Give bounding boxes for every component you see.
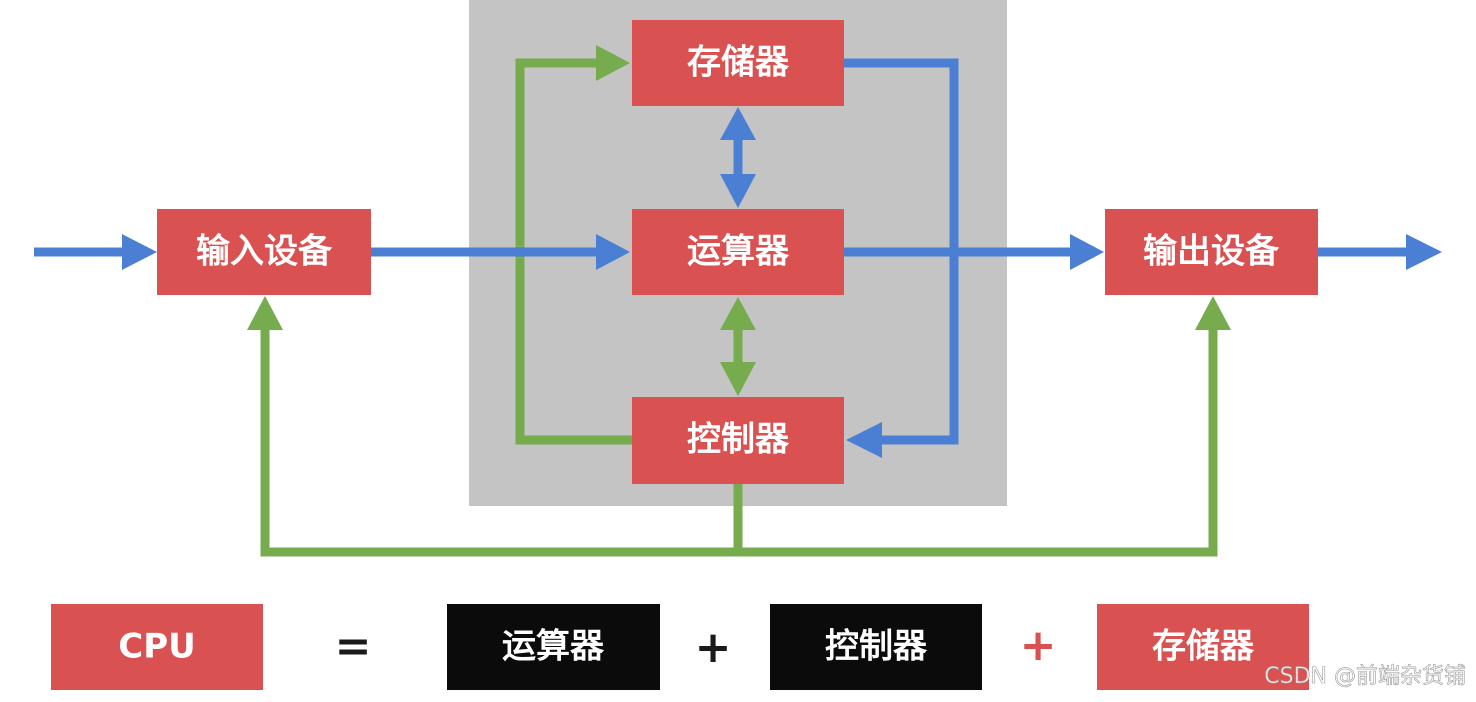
controller-up-arrowhead xyxy=(720,362,756,396)
input-device-label: 输入设备 xyxy=(196,232,333,272)
watermark: CSDN @前端杂货铺 xyxy=(1264,664,1466,689)
memory-down-arrowhead xyxy=(720,107,756,140)
alu-down-arrowhead xyxy=(720,174,756,208)
plus-sign-1: + xyxy=(695,622,732,673)
controller-term-label: 控制器 xyxy=(825,627,928,667)
input-device-arrowhead xyxy=(247,296,283,330)
alu-in-arrowhead xyxy=(596,234,630,270)
data-arrowheads xyxy=(122,107,1442,458)
memory-label: 存储器 xyxy=(687,43,790,83)
data-flow-paths xyxy=(34,58,1410,445)
external-out-arrowhead xyxy=(1406,234,1442,270)
cpu-label: CPU xyxy=(118,627,195,667)
alu-term-label: 运算器 xyxy=(502,627,605,667)
controller-label: 控制器 xyxy=(687,420,790,460)
output-device-in-arrowhead xyxy=(1070,234,1104,270)
control-arrowheads xyxy=(247,45,1231,396)
input-device-block: 输入设备 xyxy=(157,209,371,295)
cpu-term: CPU xyxy=(51,604,263,690)
alu-up-arrowhead xyxy=(720,297,756,330)
alu-term: 运算器 xyxy=(447,604,660,690)
equals-sign: = xyxy=(335,621,372,672)
memory-term-label: 存储器 xyxy=(1152,627,1255,667)
memory-input-arrowhead xyxy=(596,45,630,81)
output-device-arrowhead xyxy=(1195,296,1231,330)
input-device-in-arrowhead xyxy=(122,234,157,270)
output-device-block: 输出设备 xyxy=(1105,209,1318,295)
controller-bus xyxy=(260,328,1218,557)
memory-to-controller-path xyxy=(844,58,959,445)
alu-block: 运算器 xyxy=(632,209,844,295)
alu-label: 运算器 xyxy=(687,232,790,272)
controller-in-arrowhead xyxy=(846,422,882,458)
output-device-label: 输出设备 xyxy=(1143,232,1280,272)
controller-term: 控制器 xyxy=(770,604,982,690)
memory-block: 存储器 xyxy=(632,20,844,106)
controller-block: 控制器 xyxy=(632,397,844,484)
memory-term: 存储器 xyxy=(1097,604,1309,690)
equation-row: CPU = 运算器 + 控制器 + 存储器 xyxy=(51,604,1309,690)
plus-sign-2: + xyxy=(1020,620,1057,671)
